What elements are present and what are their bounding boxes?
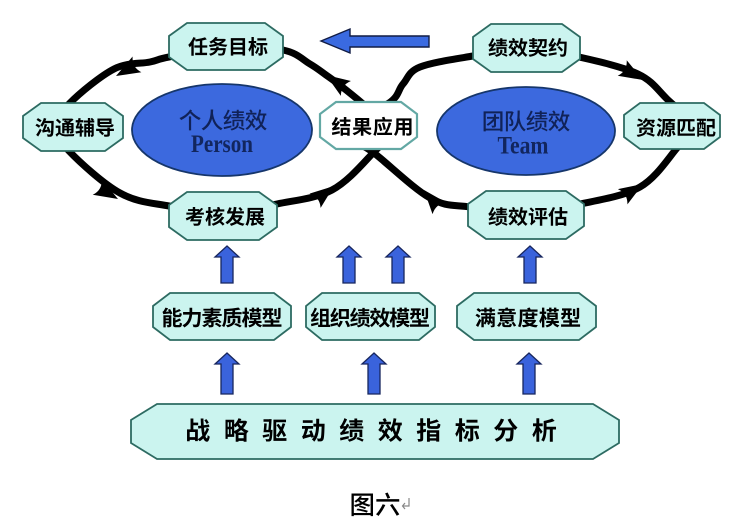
svg-text:Team: Team [498, 133, 549, 160]
svg-text:Person: Person [191, 131, 253, 158]
